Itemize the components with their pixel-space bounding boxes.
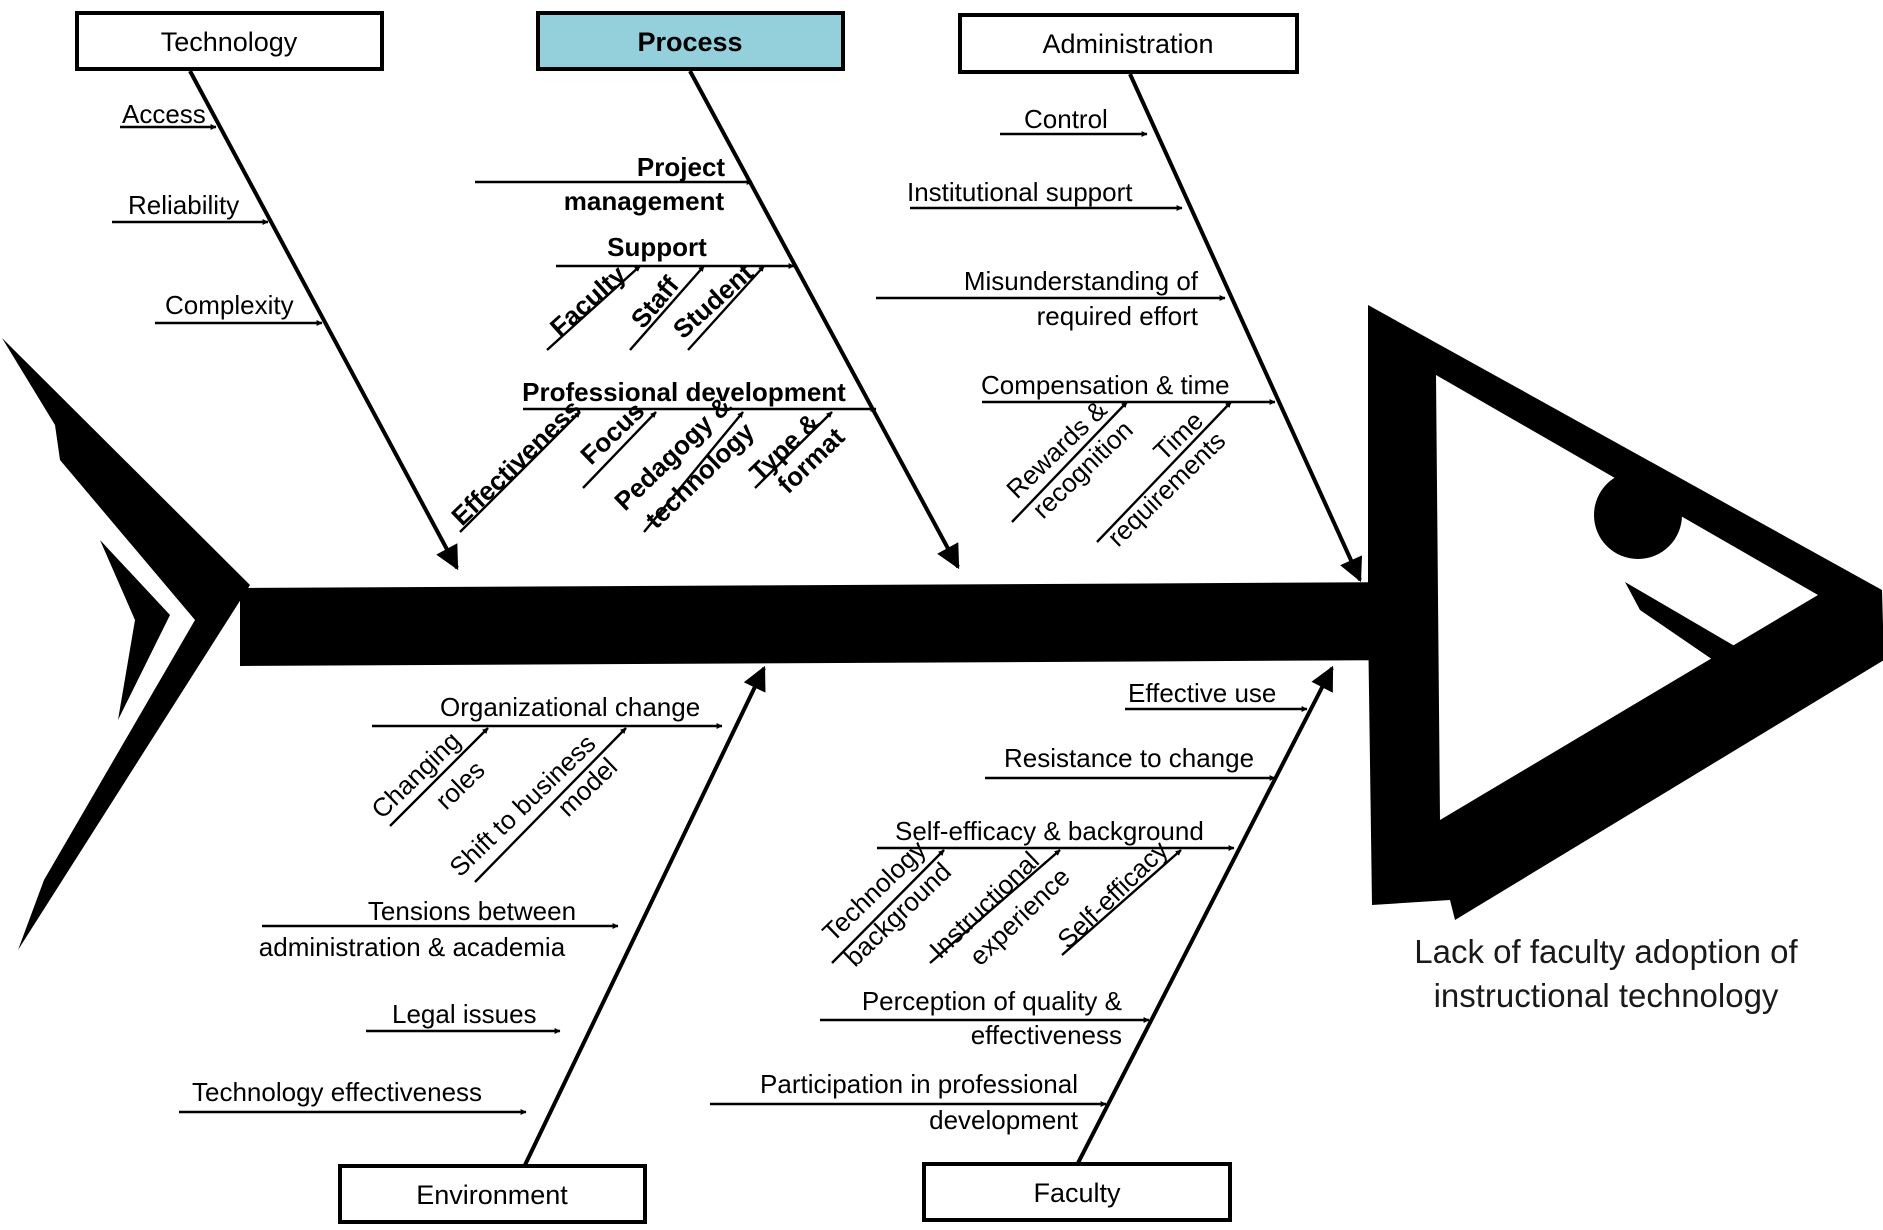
cause-perception-l1: Perception of quality & <box>862 986 1122 1016</box>
fish-spine <box>240 582 1430 666</box>
effect-line-1: Lack of faculty adoption of <box>1414 933 1798 970</box>
cause-organizational-change: Organizational change <box>440 692 700 722</box>
cause-complexity: Complexity <box>165 290 294 320</box>
cause-reliability: Reliability <box>128 190 239 220</box>
category-faculty-box: Faculty <box>922 1162 1232 1222</box>
fish-mouth <box>1625 582 1750 675</box>
fish-eye <box>1594 471 1682 559</box>
cause-project-management-l2: management <box>564 186 725 216</box>
cause-tech-effectiveness: Technology effectiveness <box>192 1077 482 1107</box>
cause-support: Support <box>607 232 707 262</box>
sub-self-efficacy: Self-efficacy <box>1051 835 1173 955</box>
sub-effectiveness: Effectiveness <box>445 393 586 531</box>
cause-professional-development: Professional development <box>522 377 846 407</box>
sub-student: Student <box>667 257 759 344</box>
technology-causes: Access Reliability Complexity <box>112 99 323 326</box>
cause-access: Access <box>122 99 206 129</box>
category-technology-label: Technology <box>161 27 298 57</box>
cause-tensions-l1: Tensions between <box>368 896 576 926</box>
category-process-box: Process <box>536 11 845 71</box>
cause-misunderstanding-l1: Misunderstanding of <box>964 266 1199 296</box>
category-environment-box: Environment <box>338 1164 647 1224</box>
category-technology-box: Technology <box>75 11 384 71</box>
cause-tensions-l2: administration & academia <box>259 932 566 962</box>
cause-participation-l1: Participation in professional <box>760 1069 1078 1099</box>
process-causes: Project management Support Faculty Staff… <box>445 152 877 534</box>
category-administration-box: Administration <box>958 13 1299 74</box>
category-administration-label: Administration <box>1042 29 1213 59</box>
bone-faculty <box>1076 665 1334 1164</box>
cause-misunderstanding-l2: required effort <box>1037 301 1199 331</box>
category-environment-label: Environment <box>416 1180 568 1210</box>
cause-compensation: Compensation & time <box>981 370 1230 400</box>
fish-head <box>1368 305 1883 920</box>
bone-environment <box>523 665 766 1166</box>
cause-control: Control <box>1024 104 1108 134</box>
cause-legal: Legal issues <box>392 999 537 1029</box>
fish-tail <box>2 338 250 950</box>
faculty-causes: Effective use Resistance to change Self-… <box>710 678 1308 1135</box>
sub-faculty: Faculty <box>544 259 632 343</box>
cause-institutional-support: Institutional support <box>907 177 1133 207</box>
category-faculty-label: Faculty <box>1033 1178 1121 1208</box>
administration-causes: Control Institutional support Misunderst… <box>876 104 1276 552</box>
bone-administration <box>1128 73 1362 583</box>
bone-process <box>688 70 960 570</box>
bone-technology <box>188 70 459 571</box>
effect-label: Lack of faculty adoption of instructiona… <box>1414 933 1798 1014</box>
cause-resistance: Resistance to change <box>1004 743 1254 773</box>
cause-project-management-l1: Project <box>637 152 725 182</box>
environment-causes: Organizational change Changing roles Shi… <box>179 692 723 1115</box>
effect-line-2: instructional technology <box>1434 977 1779 1014</box>
cause-perception-l2: effectiveness <box>971 1020 1122 1050</box>
cause-effective-use: Effective use <box>1128 678 1276 708</box>
cause-participation-l2: development <box>929 1105 1079 1135</box>
category-process-label: Process <box>637 27 742 57</box>
cause-self-efficacy-background: Self-efficacy & background <box>895 816 1204 846</box>
